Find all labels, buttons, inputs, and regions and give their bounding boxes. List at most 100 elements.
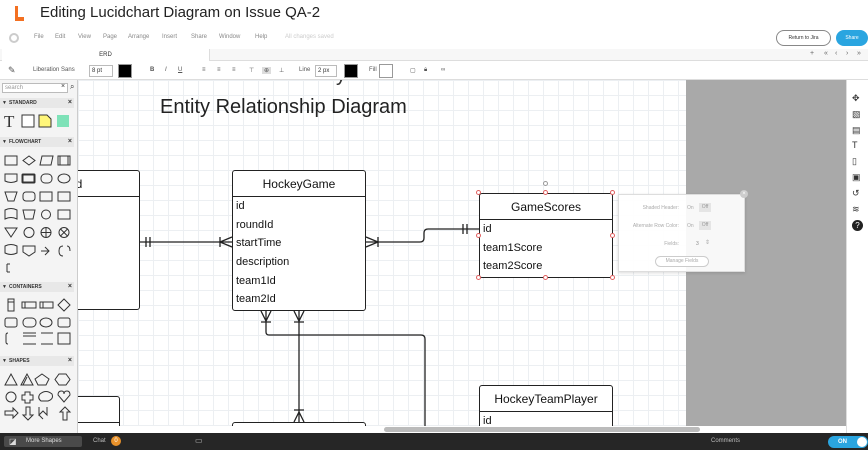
brush-icon[interactable]: ✎ [8,65,16,75]
comments-button[interactable]: Comments [711,438,741,444]
flowchart-shapes-grid[interactable] [3,153,75,273]
menu-view[interactable]: View [78,34,91,40]
font-size-field[interactable]: 8 pt [89,65,113,77]
resize-handle-tr[interactable] [610,190,615,195]
last-page-icon[interactable]: » [857,50,861,57]
menu-file[interactable]: File [34,34,44,40]
close-icon[interactable]: × [67,357,72,364]
entity-partial-bottom-center[interactable] [232,422,366,426]
valign-bottom-icon[interactable]: ⊥ [279,68,285,74]
menu-window[interactable]: Window [219,34,241,40]
menu-edit[interactable]: Edit [55,34,66,40]
align-center-icon[interactable]: ≡ [217,67,221,73]
diagram-canvas[interactable]: y Entity Relationship Diagram nd s Hocke… [78,80,686,426]
next-page-icon[interactable]: › [846,50,849,57]
field-team2score[interactable]: team2Score [483,260,543,273]
chat-button[interactable]: Chat [93,438,106,444]
prev-page-icon[interactable]: ‹ [835,50,838,57]
field-team1score[interactable]: team1Score [483,241,543,254]
pointer-icon[interactable]: ✥ [852,93,860,103]
data-icon[interactable]: ▣ [852,172,861,182]
more-shapes-button[interactable]: ◪ More Shapes [4,436,82,447]
field-roundid[interactable]: roundId [236,218,274,231]
resize-handle-br[interactable] [610,275,615,280]
share-button[interactable]: Share [836,30,868,46]
resize-handle-l[interactable] [476,233,481,238]
comments-toggle[interactable]: ON [828,436,868,448]
manage-fields-button[interactable]: Manage Fields [655,256,709,267]
block-shape-icon[interactable] [56,114,70,128]
field-id[interactable]: id [483,223,492,235]
close-icon[interactable]: × [67,99,72,106]
close-icon[interactable]: × [67,283,72,290]
note-shape-icon[interactable] [38,114,52,128]
section-shapes[interactable]: ▼ SHAPES × [0,356,74,366]
alternate-row-off[interactable]: Off [699,221,711,230]
field-id[interactable]: id [483,415,492,426]
field-id[interactable]: id [236,200,245,212]
text-shape-icon[interactable]: T [4,112,15,131]
history-icon[interactable]: ↺ [852,188,860,198]
diagram-title[interactable]: Entity Relationship Diagram [160,96,407,118]
section-standard[interactable]: ▼ STANDARD × [0,98,74,108]
menu-insert[interactable]: Insert [162,34,178,40]
italic-button[interactable]: I [165,67,167,73]
layers-icon[interactable]: ≋ [852,204,860,214]
arrange-icon[interactable]: ▤ [852,125,861,135]
menu-page[interactable]: Page [103,34,118,40]
entity-hockeyteamplayer[interactable]: HockeyTeamPlayer id [479,385,613,426]
field-team2id[interactable]: team2Id [236,293,276,306]
line-width-field[interactable]: 2 px [315,65,337,77]
rectangle-shape-icon[interactable] [21,114,35,128]
align-right-icon[interactable]: ≡ [232,67,236,73]
resize-handle-tl[interactable] [476,190,481,195]
style-icon[interactable]: ▧ [852,109,861,119]
shape-search-input[interactable]: search [2,83,68,93]
field-description[interactable]: description [236,256,290,269]
valign-top-icon[interactable]: ⊤ [249,68,255,74]
align-left-icon[interactable]: ≡ [202,67,206,73]
search-clear-icon[interactable]: × [61,83,66,90]
resize-handle-bl[interactable] [476,275,481,280]
shaded-header-off[interactable]: Off [699,203,711,212]
shadow-icon[interactable]: ▢ [410,68,416,74]
rotate-handle[interactable] [543,181,548,186]
return-to-jira-button[interactable]: Return to Jira [776,30,831,46]
field-team1id[interactable]: team1Id [236,274,276,287]
tab-erd[interactable]: ERD [2,49,210,61]
lock-icon[interactable]: 🔒︎ [424,67,428,73]
entity-partial-left[interactable]: nd [78,170,140,310]
menu-share[interactable]: Share [191,34,208,40]
search-icon[interactable]: ⌕ [70,82,75,91]
fields-count-stepper[interactable]: 3 [696,241,699,247]
text-color-swatch[interactable] [118,64,132,78]
help-icon[interactable]: ? [852,220,863,231]
basic-shapes-grid[interactable] [3,371,75,433]
resize-handle-r[interactable] [610,233,615,238]
shaded-header-on[interactable]: On [687,205,694,211]
menu-arrange[interactable]: Arrange [128,34,150,40]
window-icon[interactable]: ▭ [195,436,203,445]
entity-hockeygame[interactable]: HockeyGame id roundId startTime descript… [232,170,366,311]
page-icon[interactable]: ▯ [852,156,857,166]
link-icon[interactable]: ∞ [441,67,446,73]
text-icon[interactable]: T [852,140,858,150]
entity-partial-bottom[interactable]: s [78,396,120,426]
menu-help[interactable]: Help [255,34,268,40]
stepper-arrows-icon[interactable]: ⇕ [705,240,711,246]
resize-handle-b[interactable] [543,275,548,280]
entity-gamescores[interactable]: GameScores id team1Score team2Score [479,193,613,278]
close-icon[interactable]: × [67,138,72,145]
fill-color-swatch[interactable] [379,64,393,78]
underline-button[interactable]: U [178,67,183,73]
bold-button[interactable]: B [150,67,155,73]
font-family-select[interactable]: Liberation Sans [33,67,75,73]
resize-handle-t[interactable] [543,190,548,195]
field-starttime[interactable]: startTime [236,237,282,250]
section-flowchart[interactable]: ▼ FLOWCHART × [0,137,74,147]
container-shapes-grid[interactable] [3,296,75,352]
horizontal-scrollbar[interactable] [384,427,700,432]
add-page-icon[interactable]: + [810,50,815,57]
section-containers[interactable]: ▼ CONTAINERS × [0,282,74,292]
first-page-icon[interactable]: « [824,50,828,57]
